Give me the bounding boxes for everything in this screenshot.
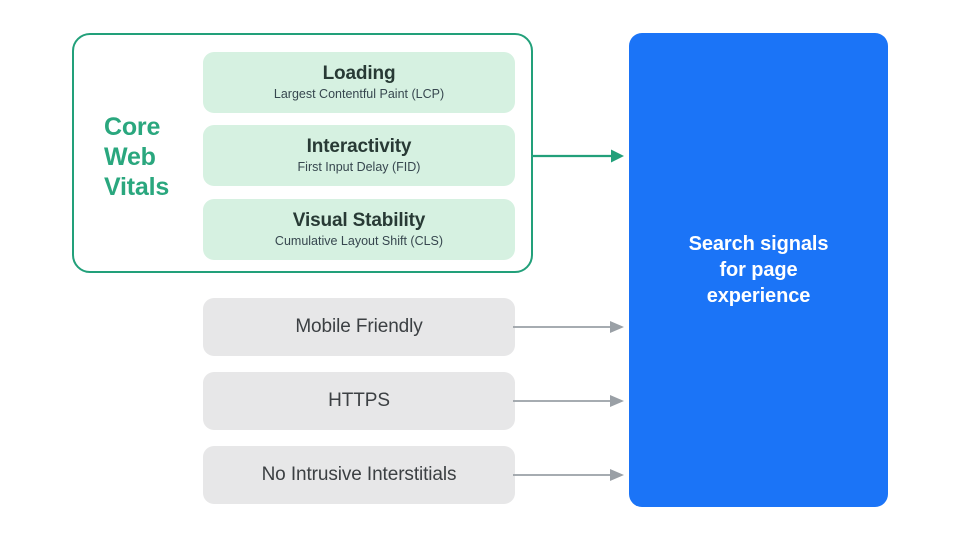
metric-title: Interactivity — [306, 136, 412, 157]
core-web-vitals-group — [72, 33, 533, 273]
signal-card-label: HTTPS — [328, 390, 390, 411]
metric-subtitle: Cumulative Layout Shift (CLS) — [274, 234, 444, 248]
signal-card-no-intrusive-interstitials[interactable]: No Intrusive Interstitials — [203, 446, 515, 504]
metric-title: Visual Stability — [292, 210, 426, 231]
metric-subtitle: Largest Contentful Paint (LCP) — [273, 87, 445, 101]
signal-card-label: Mobile Friendly — [295, 316, 423, 337]
metric-subtitle: First Input Delay (FID) — [297, 160, 421, 174]
metric-card-interactivity[interactable]: Interactivity First Input Delay (FID) — [203, 125, 515, 186]
core-web-vitals-arrow-icon — [531, 145, 625, 167]
search-signals-box[interactable]: Search signals for page experience — [629, 33, 888, 507]
core-web-vitals-group-label: Core Web Vitals — [104, 113, 170, 201]
signal-card-https[interactable]: HTTPS — [203, 372, 515, 430]
no-intrusive-interstitials-arrow-icon — [513, 464, 625, 486]
search-signals-label: Search signals for page experience — [688, 233, 829, 307]
mobile-friendly-arrow-icon — [513, 316, 625, 338]
metric-card-visual-stability[interactable]: Visual Stability Cumulative Layout Shift… — [203, 199, 515, 260]
https-arrow-icon — [513, 390, 625, 412]
metric-title: Loading — [322, 63, 396, 84]
signal-card-label: No Intrusive Interstitials — [261, 464, 457, 485]
signal-card-mobile-friendly[interactable]: Mobile Friendly — [203, 298, 515, 356]
metric-card-loading[interactable]: Loading Largest Contentful Paint (LCP) — [203, 52, 515, 113]
